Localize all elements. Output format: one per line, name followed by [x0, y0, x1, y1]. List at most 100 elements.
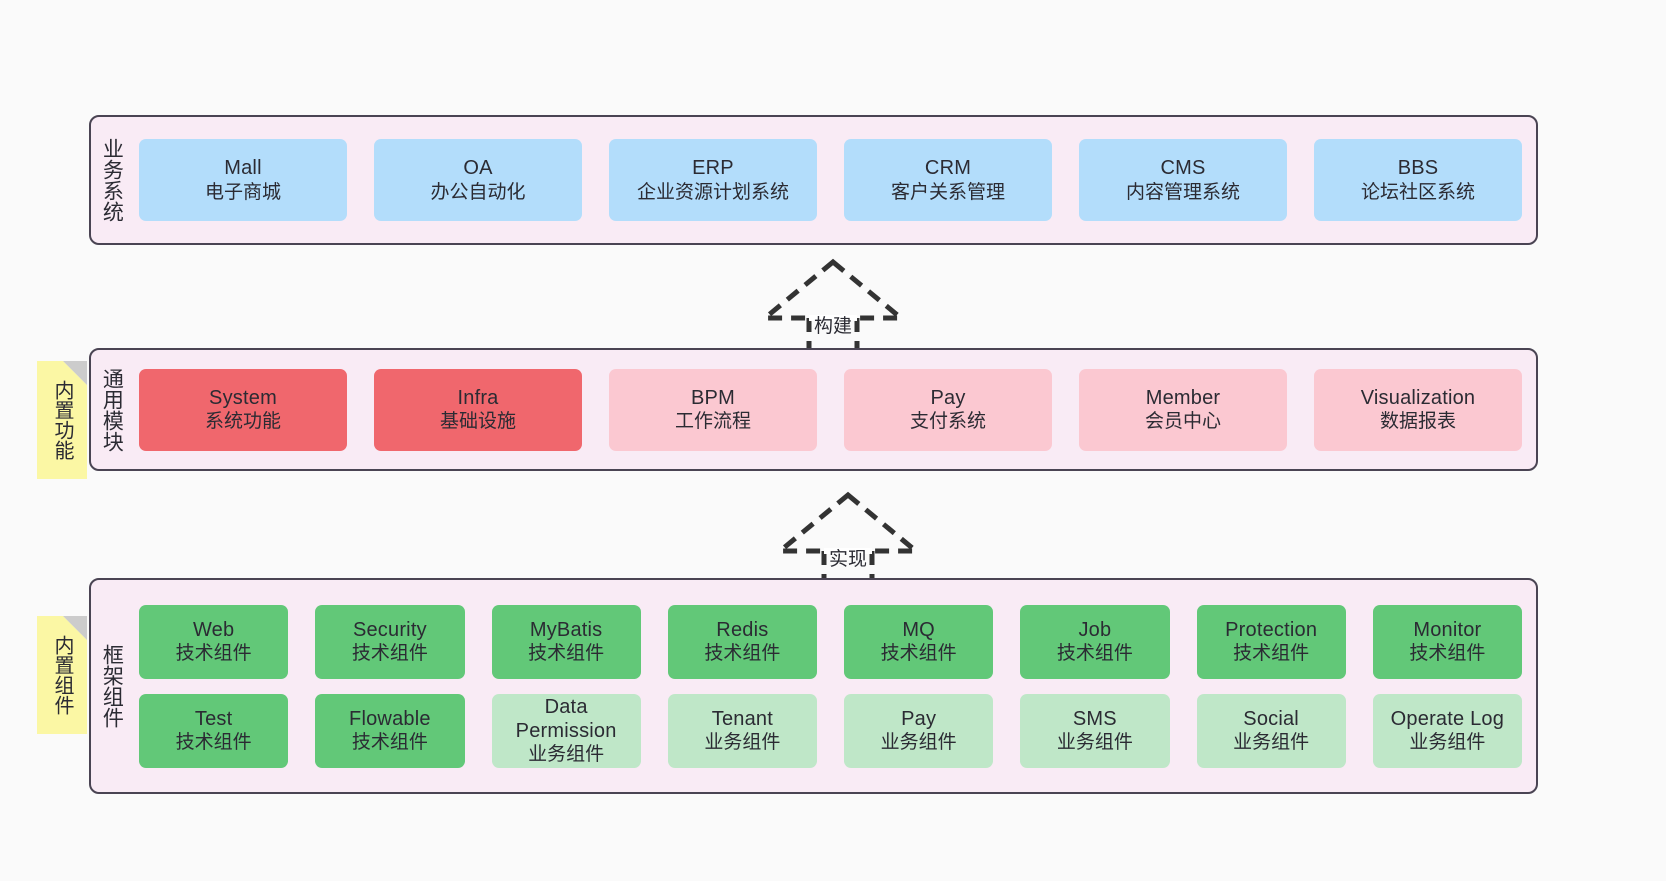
note-builtin-component-label: 内置组件 — [51, 635, 73, 715]
card-subtitle: 客户关系管理 — [890, 181, 1005, 203]
card-subtitle: 技术组件 — [1056, 643, 1133, 665]
card-subtitle: 论坛社区系统 — [1360, 181, 1475, 203]
card-title: Flowable — [349, 707, 431, 730]
card-subtitle: 业务组件 — [1409, 732, 1486, 754]
card-title: Tenant — [711, 707, 773, 730]
card-title: Protection — [1225, 618, 1318, 641]
card-subtitle: 业务组件 — [704, 732, 781, 754]
card-subtitle: 支付系统 — [909, 411, 986, 433]
card-subtitle: 内容管理系统 — [1125, 181, 1240, 203]
card-subtitle: 技术组件 — [351, 643, 428, 665]
card-title: BBS — [1397, 157, 1439, 180]
card-title: Web — [192, 618, 235, 641]
card-title: Pay — [930, 386, 966, 409]
card-title: Security — [352, 618, 427, 641]
card-title: Monitor — [1413, 618, 1482, 641]
card-subtitle: 技术组件 — [880, 643, 957, 665]
card-title: CMS — [1160, 157, 1206, 180]
note-builtin-component: 内置组件 — [37, 616, 87, 734]
card-title: SMS — [1072, 707, 1117, 730]
card-title: Social — [1243, 707, 1299, 730]
card-title: BPM — [691, 386, 735, 409]
card-subtitle: 技术组件 — [1409, 643, 1486, 665]
connector-build-arrow — [758, 258, 908, 348]
layer-business-system-title: 业务系统 — [100, 138, 124, 222]
connector-implement: 实现 — [768, 489, 928, 581]
card-title: Pay — [901, 707, 937, 730]
card-title: System — [209, 386, 277, 409]
card-subtitle: 技术组件 — [528, 643, 605, 665]
card-title: ERP — [692, 157, 734, 180]
card-subtitle: 系统功能 — [204, 411, 281, 433]
card-title: Infra — [457, 386, 499, 409]
connector-implement-arrow — [773, 491, 923, 581]
card-title: Member — [1145, 386, 1221, 409]
card-title: Data Permission — [515, 695, 617, 742]
layer-framework-component-title: 框架组件 — [100, 644, 124, 728]
card-title: Operate Log — [1390, 707, 1505, 730]
card-title: CRM — [924, 157, 972, 180]
card-subtitle: 技术组件 — [704, 643, 781, 665]
card-subtitle: 业务组件 — [880, 732, 957, 754]
note-builtin-function: 内置功能 — [37, 361, 87, 479]
card-title: Mall — [224, 157, 262, 180]
connector-build: 构建 — [753, 256, 913, 348]
card-subtitle: 数据报表 — [1379, 411, 1456, 433]
card-title: Test — [194, 707, 233, 730]
card-subtitle: 技术组件 — [175, 643, 252, 665]
card-subtitle: 电子商城 — [204, 181, 281, 203]
card-subtitle: 工作流程 — [674, 411, 751, 433]
card-title: OA — [463, 157, 493, 180]
card-subtitle: 业务组件 — [1233, 732, 1310, 754]
card-subtitle: 技术组件 — [1233, 643, 1310, 665]
card-subtitle: 会员中心 — [1144, 411, 1221, 433]
card-subtitle: 技术组件 — [351, 732, 428, 754]
card-title: Redis — [716, 618, 769, 641]
card-subtitle: 技术组件 — [175, 732, 252, 754]
card-title: Job — [1078, 618, 1112, 641]
card-subtitle: 业务组件 — [528, 744, 605, 766]
card-title: MQ — [902, 618, 935, 641]
card-subtitle: 企业资源计划系统 — [636, 181, 789, 203]
connector-implement-label: 实现 — [828, 549, 868, 570]
